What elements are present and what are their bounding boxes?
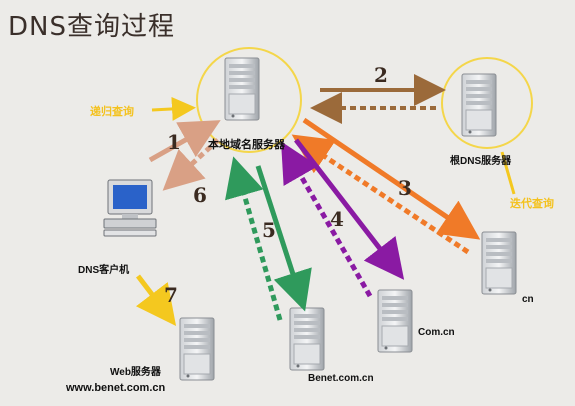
arrow-step-4 [294,138,405,280]
arrow-step-5-return [225,156,283,321]
local-dns-server-icon [224,57,260,121]
recursive-pointer [151,96,196,121]
root-dns-server-icon [461,73,497,137]
arrow-step-1 [148,120,221,163]
iterative-query-label: 迭代查询 [510,198,554,210]
benet-label: Benet.com.cn [308,373,374,384]
client-label: DNS客户机 [78,265,130,276]
step-7-number: 7 [164,283,178,307]
cn-label: cn [522,294,534,305]
page-title: DNS查询过程 [8,12,175,42]
cn-server-icon [481,231,517,295]
recursive-query-label: 递归查询 [90,106,134,118]
com-cn-server-icon [377,289,413,353]
step-5-number: 5 [262,218,276,242]
arrow-step-6 [162,138,220,191]
arrow-step-5 [255,165,312,312]
step-6-number: 6 [193,183,207,207]
com-cn-label: Com.cn [418,327,455,338]
web-server-label: Web服务器 [110,367,161,378]
iterative-pointer [500,151,516,195]
web-server-icon [179,317,215,381]
local-dns-highlight-circle [196,47,302,153]
arrow-step-3-return [291,134,470,255]
benet-server-icon [289,307,325,371]
web-domain-label: www.benet.com.cn [66,382,166,394]
arrow-step-4-return [281,141,373,298]
step-3-number: 3 [398,176,412,200]
local-dns-label: 本地域名服务器 [208,139,285,151]
client-computer-icon [103,179,157,237]
step-4-number: 4 [330,207,344,231]
step-1-number: 1 [167,130,181,154]
arrow-step-7 [135,274,177,326]
root-dns-label: 根DNS服务器 [450,156,512,167]
step-2-number: 2 [374,63,388,87]
